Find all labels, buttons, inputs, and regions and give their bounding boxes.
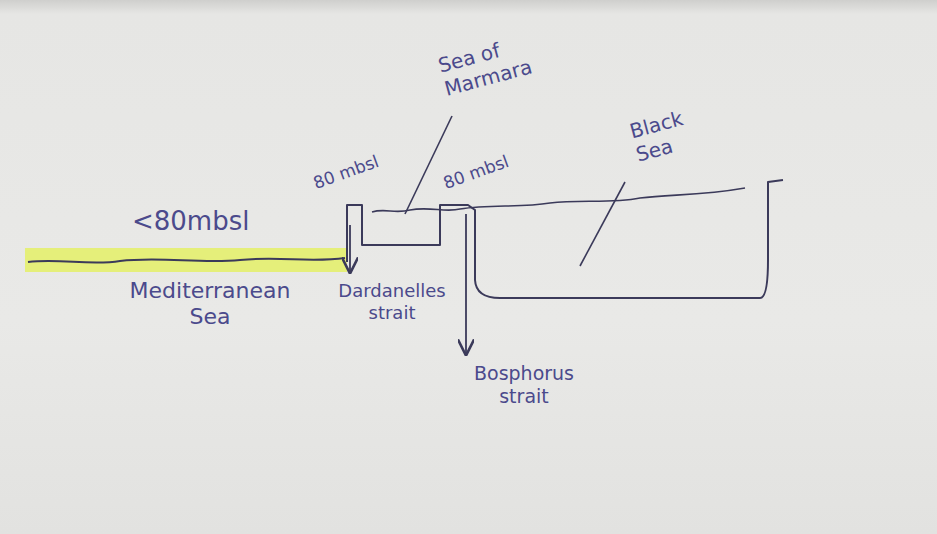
sea-label: Mediterranean Sea bbox=[110, 278, 310, 331]
highlight-band bbox=[25, 248, 347, 272]
dardanelles-arrow bbox=[349, 225, 351, 272]
mediterranean-seafloor bbox=[28, 258, 345, 263]
strait-label: Dardanelles strait bbox=[326, 280, 458, 323]
strait-label: Bosphorus strait bbox=[468, 362, 580, 408]
leader-line bbox=[580, 182, 625, 266]
depth-label: 80 mbsl bbox=[311, 151, 382, 193]
depth-label: 80 mbsl bbox=[441, 151, 512, 193]
sea-label: Black Sea bbox=[627, 102, 709, 167]
sea-label: Sea of Marmara bbox=[436, 27, 550, 101]
water-surface bbox=[372, 188, 745, 212]
depth-label: <80mbsl bbox=[132, 206, 249, 237]
leader-line bbox=[405, 116, 452, 214]
bosphorus-arrow bbox=[465, 214, 467, 354]
